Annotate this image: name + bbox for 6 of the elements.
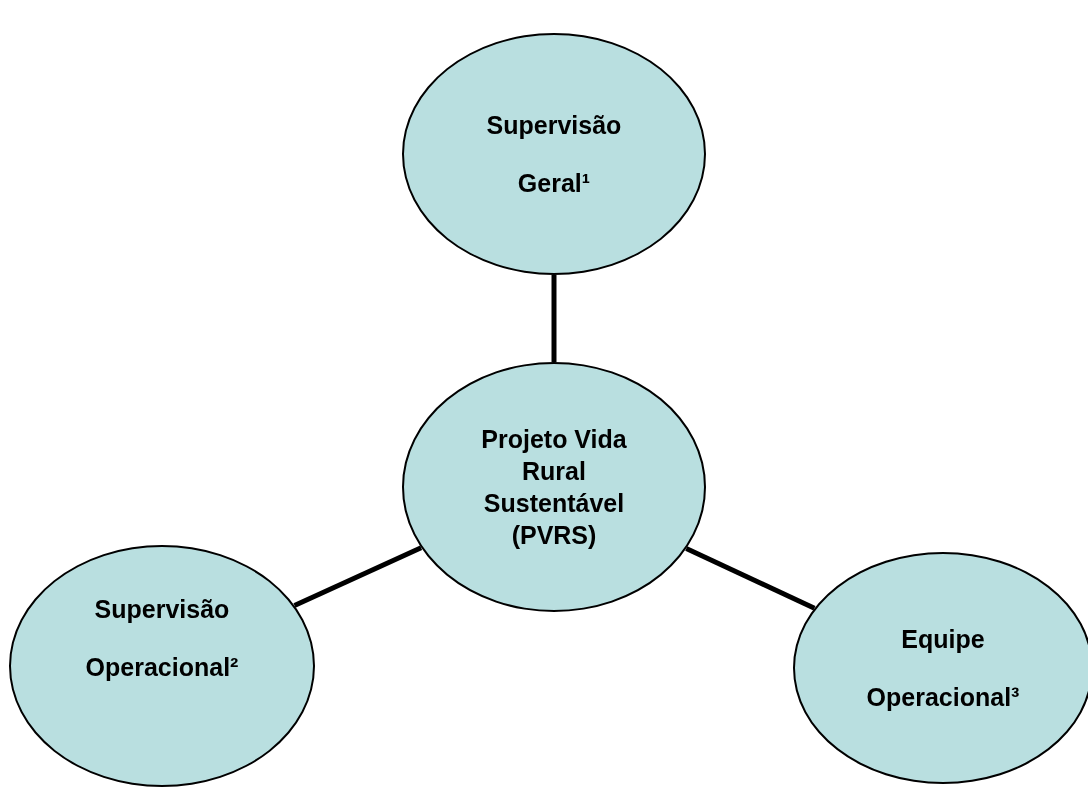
connector-line (551, 275, 557, 362)
node-label: Supervisão Geral¹ (485, 110, 623, 199)
node-label: Equipe Operacional³ (865, 624, 1021, 713)
node-label: Projeto Vida Rural Sustentável (PVRS) (480, 424, 628, 551)
connector-line (685, 546, 816, 611)
node-label: Supervisão Operacional² (84, 594, 240, 683)
